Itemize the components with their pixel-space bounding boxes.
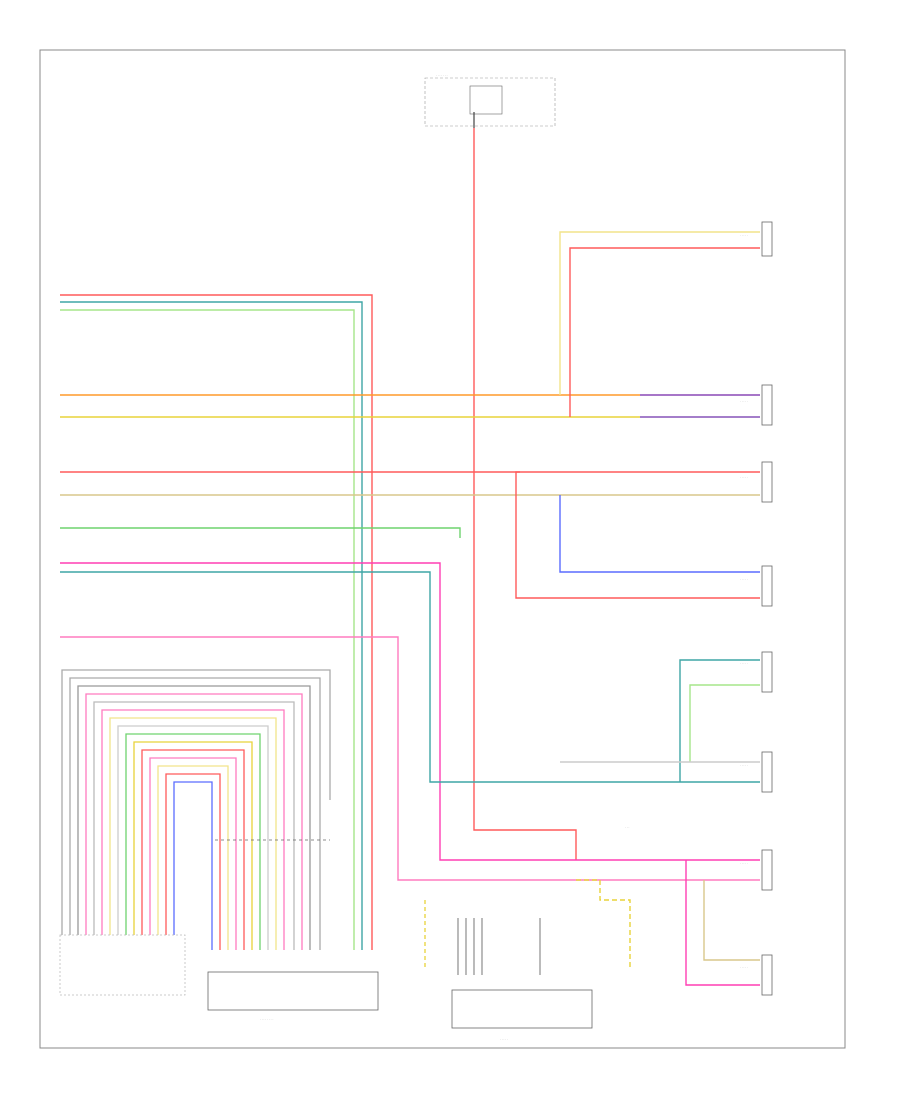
lower-left-harness xyxy=(61,669,331,950)
svg-text:· · · · · · ·: · · · · · · · xyxy=(436,73,448,77)
speaker-connectors xyxy=(761,221,773,996)
svg-text:· · · · ·: · · · · · xyxy=(740,577,748,581)
svg-text:· · · · ·: · · · · · xyxy=(740,861,748,865)
svg-text:· · · · ·: · · · · · xyxy=(740,763,748,767)
svg-text:· · ·: · · · xyxy=(625,825,630,829)
left-wire-bundle xyxy=(60,294,760,950)
labels: · · · · · · · · · · · · · · · · · · · · … xyxy=(260,73,748,1041)
svg-text:· · · · ·: · · · · · xyxy=(740,965,748,969)
svg-text:· · · · · · · ·: · · · · · · · · xyxy=(260,1017,273,1021)
power-trunk xyxy=(473,128,577,860)
svg-text:· · · · ·: · · · · · xyxy=(740,233,748,237)
svg-text:· · · · ·: · · · · · xyxy=(740,399,748,403)
bottom-modules xyxy=(59,900,593,1029)
svg-text:· · · · ·: · · · · · xyxy=(500,1037,508,1041)
right-branches xyxy=(515,231,760,986)
diagram-border xyxy=(39,49,846,1049)
svg-text:· · · · ·: · · · · · xyxy=(740,475,748,479)
fuse-block xyxy=(424,77,556,128)
svg-text:· · · · ·: · · · · · xyxy=(740,661,748,665)
